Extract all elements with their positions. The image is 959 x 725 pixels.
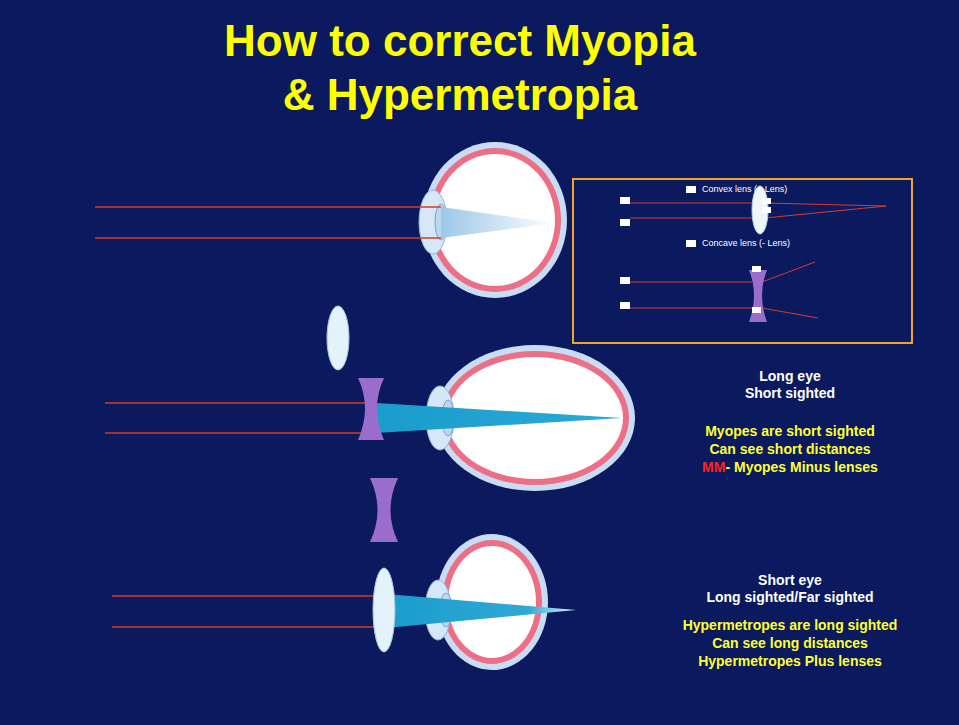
label-row: Long sighted/Far sighted (630, 589, 950, 606)
title: How to correct Myopia & Hypermetropia (110, 14, 810, 122)
hypermetropic-eye (112, 478, 576, 670)
label-row: Hypermetropes Plus lenses (630, 653, 950, 670)
concave-lens (370, 478, 398, 542)
caption-text: MM (702, 459, 725, 475)
caption-text: Can see long distances (712, 635, 868, 651)
normal-eye (95, 142, 567, 298)
label-row: Can see short distances (630, 441, 950, 458)
caption-text: Long sighted/Far sighted (706, 589, 873, 605)
label-row: MM- Myopes Minus lenses (630, 459, 950, 476)
label-row: Myopes are short sighted (630, 423, 950, 440)
label-row: Long eye (630, 368, 950, 385)
lens-inset-box: Convex lens (+ Lens) Concave lens (- Lens… (572, 178, 913, 344)
lens-inset-drawing (620, 186, 886, 322)
convex-lens (373, 568, 395, 652)
convex-lens (327, 306, 349, 370)
caption-text: Long eye (759, 368, 820, 384)
caption-text: Hypermetropes Plus lenses (698, 653, 882, 669)
lens-caption: Convex lens (+ Lens) (702, 184, 787, 195)
label-row: Short sighted (630, 385, 950, 402)
concave-lens (358, 378, 384, 440)
caption-text: Myopes are short sighted (705, 423, 875, 439)
myopic-eye (105, 306, 635, 491)
caption-text: - Myopes Minus lenses (725, 459, 877, 475)
caption-text: Hypermetropes are long sighted (683, 617, 898, 633)
label-row: Short eye (630, 572, 950, 589)
label-row: Hypermetropes are long sighted (630, 617, 950, 634)
lens-caption: Concave lens (- Lens) (702, 238, 790, 249)
label-row: Can see long distances (630, 635, 950, 652)
caption-text: Short sighted (745, 385, 835, 401)
caption-text: Can see short distances (709, 441, 870, 457)
caption-text: Short eye (758, 572, 822, 588)
